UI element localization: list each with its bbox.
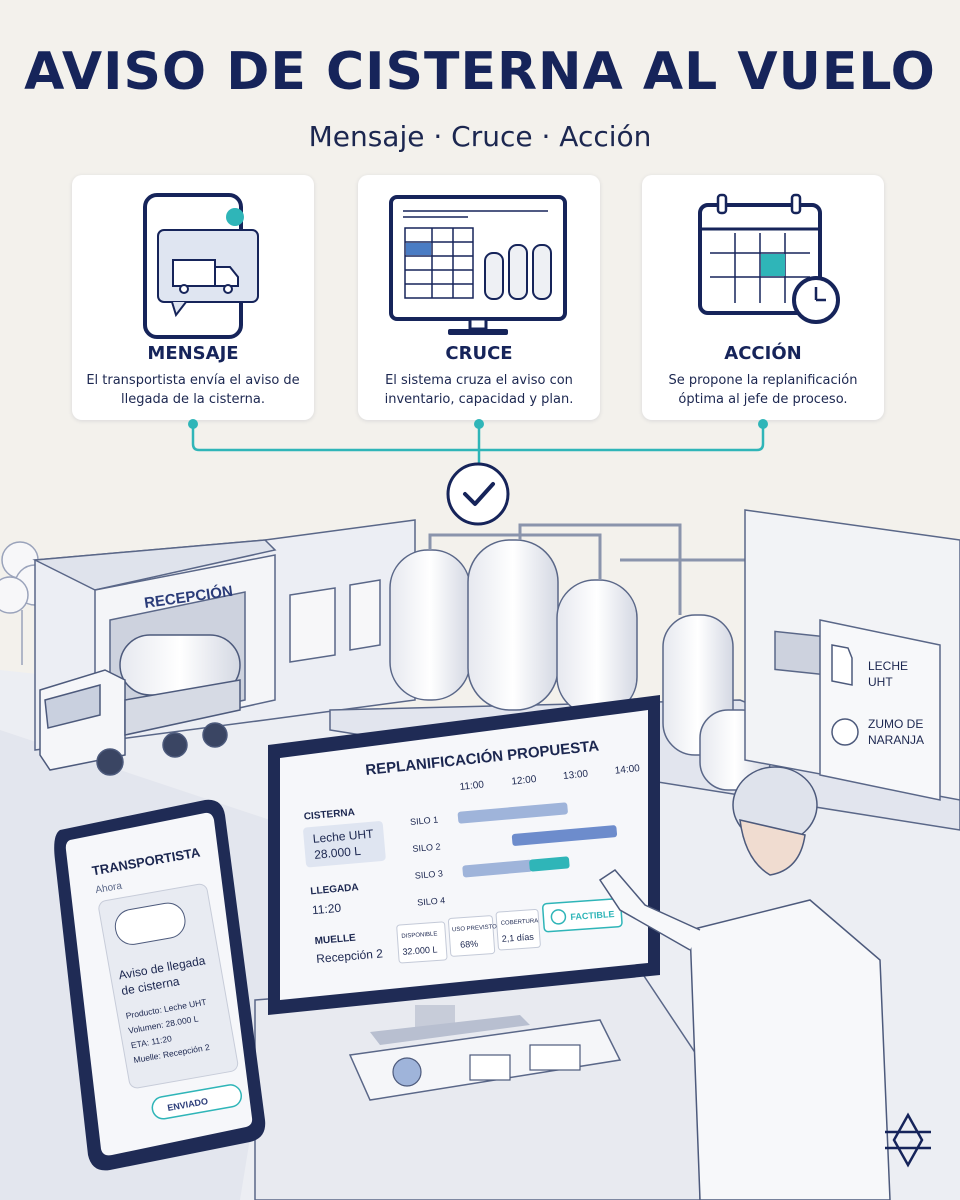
time-label: 13:00 <box>563 769 589 783</box>
gantt-bar <box>529 856 570 872</box>
muelle-value: Recepción 2 <box>316 946 384 966</box>
product-zumo-line2: NARANJA <box>868 733 924 747</box>
milk-carton-icon <box>831 644 853 686</box>
silo-label: SILO 3 <box>414 868 443 880</box>
silo-label: SILO 2 <box>412 841 441 853</box>
time-label: 11:00 <box>459 779 485 793</box>
brand-logo-icon <box>885 1112 931 1168</box>
flow-connector <box>188 419 768 526</box>
step-title: ACCIÓN <box>724 343 802 364</box>
product-leche-line1: LECHE <box>868 659 908 673</box>
plant-scene-illustration: RECEPCIÓN LECHE UHT ZUMO DE NARANJA <box>0 509 960 1200</box>
product-zumo-line1: ZUMO DE <box>868 717 923 731</box>
stat-label: USO PREVISTO <box>452 924 498 933</box>
orange-icon <box>831 718 859 746</box>
step-description: El sistema cruza el aviso con inventario… <box>384 373 574 407</box>
silo-label: SILO 1 <box>410 815 439 827</box>
step-title: MENSAJE <box>147 343 239 364</box>
step-description: Se propone la replanificación óptima al … <box>668 373 858 407</box>
page-title: AVISO DE CISTERNA AL VUELO <box>24 42 936 102</box>
step-title: CRUCE <box>445 343 513 364</box>
stat-label: COBERTURA <box>501 918 539 927</box>
phone-message-truck-icon <box>143 193 259 339</box>
time-label: 14:00 <box>614 763 640 777</box>
llegada-label: LLEGADA <box>310 882 359 897</box>
enviado-button <box>151 1084 243 1120</box>
phone-time: Ahora <box>95 881 124 897</box>
llegada-value: 11:20 <box>311 901 342 918</box>
muelle-label: MUELLE <box>314 933 356 948</box>
silo-label: SILO 4 <box>417 895 446 907</box>
page-subtitle: Mensaje · Cruce · Acción <box>308 120 652 153</box>
step-card-accion: ACCIÓN Se propone la replanificación ópt… <box>642 175 884 420</box>
calendar-clock-icon <box>698 193 840 324</box>
step-description: El transportista envía el aviso de llega… <box>86 373 300 407</box>
check-icon <box>446 462 510 526</box>
gantt-bar <box>462 859 533 878</box>
stat-value: 68% <box>460 939 479 950</box>
cisterna-value-line2: 28.000 L <box>314 844 362 862</box>
cisterna-value-line1: Leche UHT <box>312 827 374 846</box>
step-card-cruce: CRUCE El sistema cruza el aviso con inve… <box>358 175 600 420</box>
status-badge: FACTIBLE <box>570 909 615 922</box>
monitor-table-silos-icon <box>389 195 567 335</box>
stat-value: 32.000 L <box>402 944 438 956</box>
time-label: 12:00 <box>511 774 537 788</box>
worker-figure <box>598 766 891 1200</box>
stat-value: 2,1 días <box>501 932 534 944</box>
gantt-bar <box>457 802 568 824</box>
desk-report-icons <box>392 1044 581 1087</box>
cisterna-label: CISTERNA <box>303 807 355 822</box>
gantt-bar <box>511 825 618 846</box>
step-card-mensaje: MENSAJE El transportista envía el aviso … <box>72 175 314 420</box>
product-leche-line2: UHT <box>868 675 893 689</box>
tanker-truck <box>39 634 241 776</box>
stat-label: DISPONIBLE <box>401 931 437 939</box>
